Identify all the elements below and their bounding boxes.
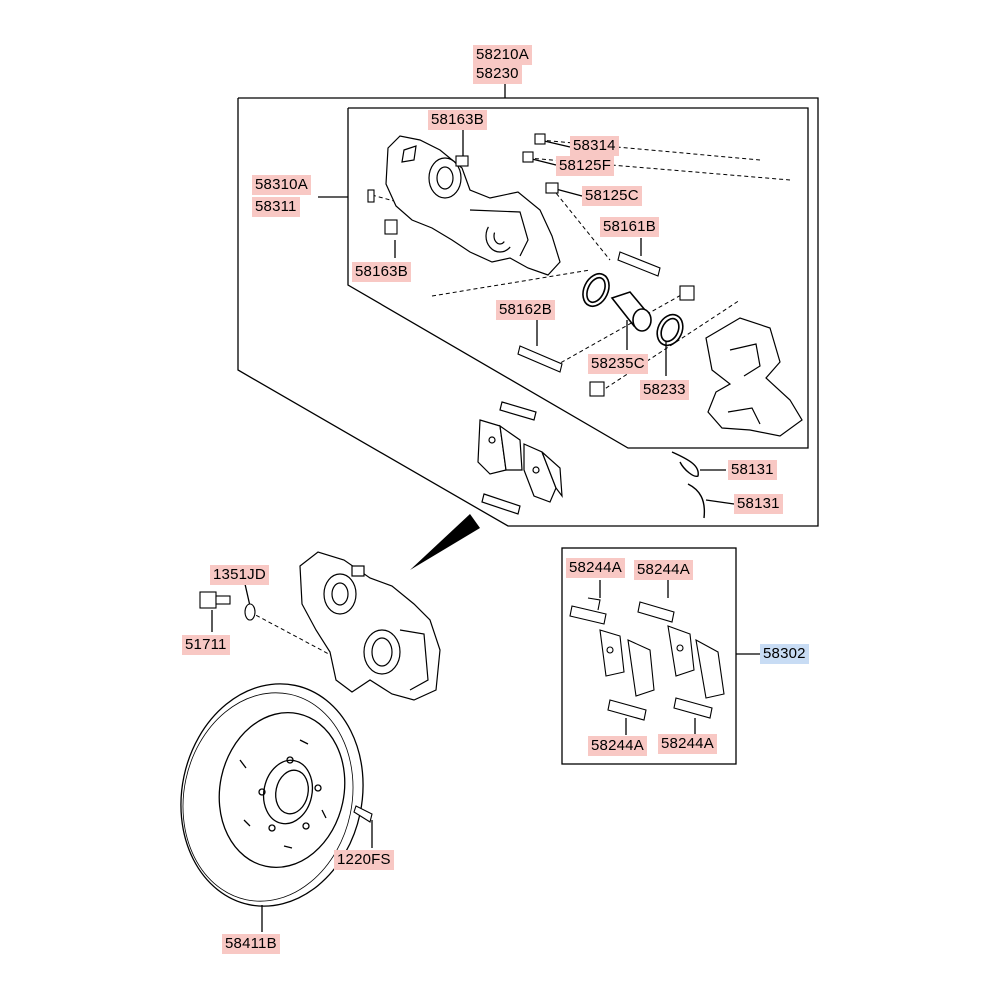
piston-seals bbox=[582, 272, 684, 347]
part-label-58161b[interactable]: 58161B bbox=[600, 217, 659, 237]
part-label-58163b-bottom[interactable]: 58163B bbox=[352, 262, 411, 282]
part-label-58233[interactable]: 58233 bbox=[640, 380, 689, 400]
part-label-58235c[interactable]: 58235C bbox=[588, 354, 648, 374]
part-label-58314[interactable]: 58314 bbox=[570, 136, 619, 156]
part-label-58125c[interactable]: 58125C bbox=[582, 186, 642, 206]
caliper-bracket bbox=[705, 317, 803, 437]
part-label-58162b[interactable]: 58162B bbox=[496, 300, 555, 320]
part-label-58302[interactable]: 58302 bbox=[760, 644, 809, 664]
part-label-58244a-bottom-left[interactable]: 58244A bbox=[588, 736, 647, 756]
part-label-58311[interactable]: 58311 bbox=[252, 197, 300, 217]
part-label-58210a[interactable]: 58210A bbox=[473, 45, 532, 65]
part-label-1220fs[interactable]: 1220FS bbox=[334, 850, 394, 870]
return-springs bbox=[671, 451, 706, 519]
part-label-58310a[interactable]: 58310A bbox=[252, 175, 311, 195]
part-label-58411b[interactable]: 58411B bbox=[222, 934, 280, 954]
part-label-58244a-bottom-right[interactable]: 58244A bbox=[658, 734, 717, 754]
outer-frame bbox=[237, 97, 819, 527]
brake-disc bbox=[180, 683, 364, 907]
part-label-51711[interactable]: 51711 bbox=[182, 635, 230, 655]
assembly-arrow bbox=[410, 514, 480, 570]
part-label-58131-a[interactable]: 58131 bbox=[728, 460, 777, 480]
part-label-58125f[interactable]: 58125F bbox=[556, 156, 615, 176]
part-label-58244a-top-right[interactable]: 58244A bbox=[634, 560, 693, 580]
caliper-assembly bbox=[299, 551, 441, 701]
bolt-and-washer bbox=[199, 591, 256, 621]
caliper-housing bbox=[385, 135, 561, 276]
disc-screw bbox=[353, 805, 373, 823]
bolts bbox=[367, 133, 695, 397]
part-label-1351jd[interactable]: 1351JD bbox=[210, 565, 269, 585]
part-label-58230[interactable]: 58230 bbox=[473, 64, 522, 84]
inner-frame bbox=[347, 107, 809, 449]
part-label-58244a-top-left[interactable]: 58244A bbox=[566, 558, 625, 578]
pad-kit-parts bbox=[569, 597, 725, 721]
pad-kit-frame bbox=[561, 547, 737, 765]
part-label-58131-b[interactable]: 58131 bbox=[734, 494, 783, 514]
part-label-58163b-top[interactable]: 58163B bbox=[428, 110, 487, 130]
assembly-brake-pads bbox=[477, 401, 563, 515]
